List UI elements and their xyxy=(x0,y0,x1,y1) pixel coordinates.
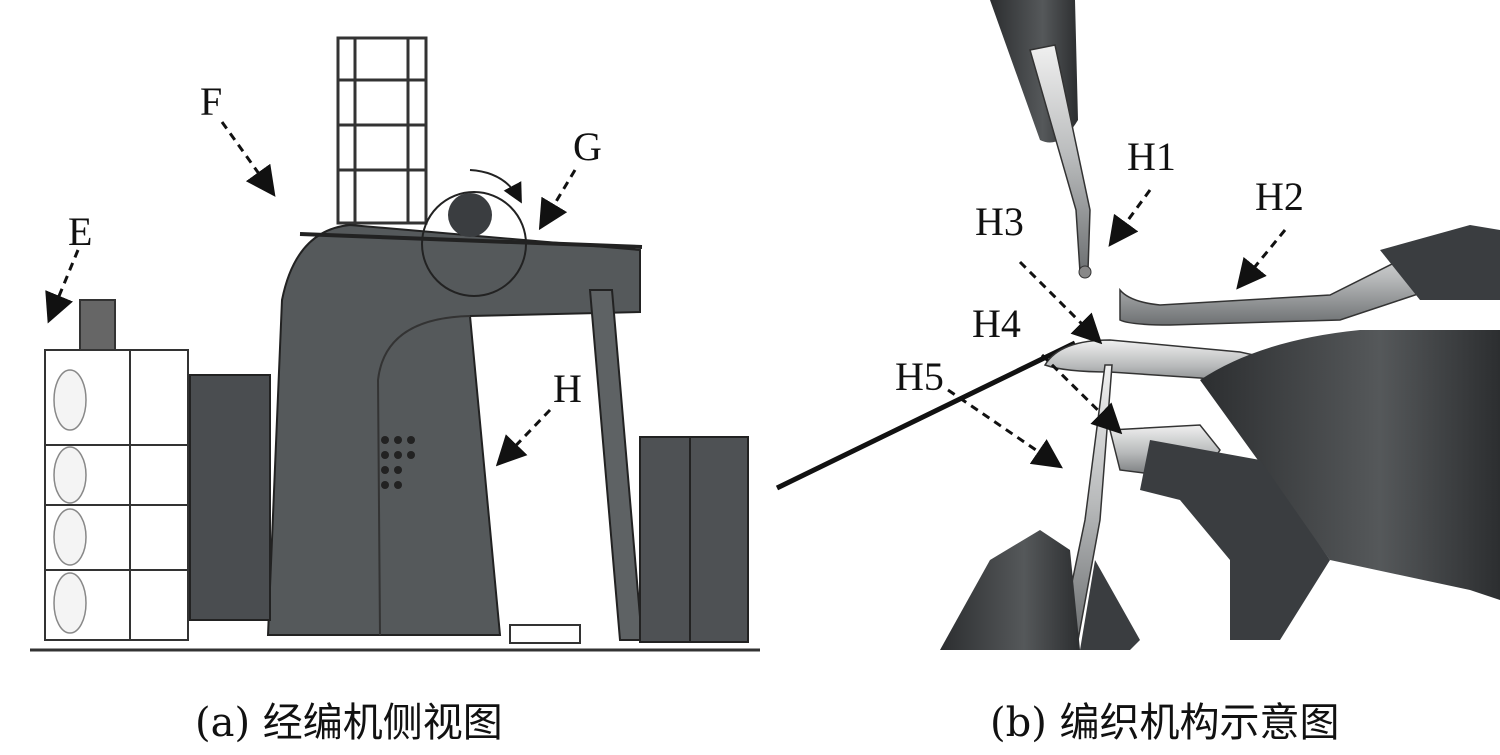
top-frame xyxy=(336,36,428,225)
label-H3: H3 xyxy=(975,199,1024,244)
arrow-G xyxy=(538,169,577,231)
side-cabinet xyxy=(189,374,271,621)
arrow-H1 xyxy=(1108,189,1152,247)
label-H4: H4 xyxy=(972,301,1021,346)
label-G: G xyxy=(573,124,602,169)
label-H5: H5 xyxy=(895,354,944,399)
right-cabinet xyxy=(639,436,749,643)
machine-body xyxy=(266,223,641,636)
knitting-mechanism: H1 H2 H3 H4 H5 xyxy=(895,0,1500,650)
machine-side-view: E F G H xyxy=(30,36,760,652)
warp-beam xyxy=(421,191,527,297)
creel-frame xyxy=(44,299,189,641)
yarn-rolls xyxy=(53,369,87,634)
arrow-H2 xyxy=(1236,229,1287,290)
caption-a: (a) 经编机侧视图 xyxy=(195,700,503,746)
panel-controls xyxy=(381,436,415,489)
label-H: H xyxy=(553,366,582,411)
needle-H1 xyxy=(1029,44,1091,273)
arrow-E xyxy=(45,249,80,324)
label-F: F xyxy=(200,79,222,124)
arrow-H xyxy=(495,408,552,467)
zoom-connector-line xyxy=(775,340,1077,491)
lower-holder xyxy=(1140,440,1330,640)
arrow-F xyxy=(220,121,276,197)
label-H1: H1 xyxy=(1127,134,1176,179)
arrow-H3 xyxy=(1018,260,1103,345)
label-E: E xyxy=(68,209,92,254)
label-H2: H2 xyxy=(1255,174,1304,219)
caption-b: (b) 编织机构示意图 xyxy=(990,700,1340,746)
arrow-H4 xyxy=(1040,353,1123,435)
support-leg xyxy=(588,289,644,641)
arrow-H5 xyxy=(947,388,1063,469)
